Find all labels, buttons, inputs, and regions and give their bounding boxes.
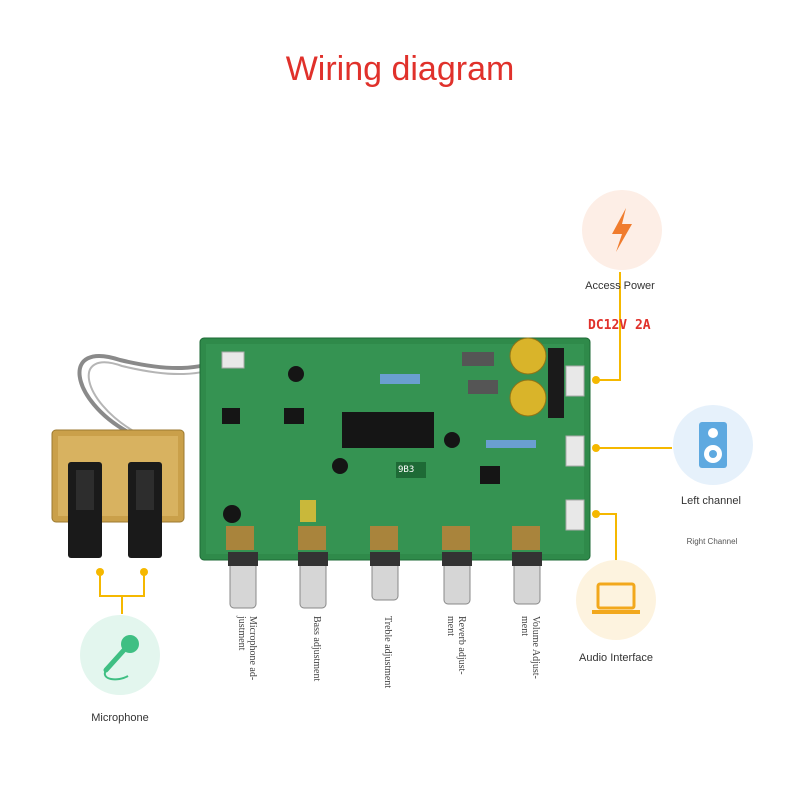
connector-lines	[99, 272, 672, 614]
audio-interface-label: Audio Interface	[579, 652, 653, 664]
laptop-icon	[576, 560, 656, 640]
knob-row	[226, 526, 542, 609]
lightning-icon	[582, 190, 662, 270]
microphone-label: Microphone	[91, 712, 149, 724]
knob-label-reverb: Reverb adjust-ment	[445, 616, 467, 675]
access-power-label: Access Power	[585, 280, 655, 292]
mic-jack-board	[51, 429, 185, 558]
pcb-board: 9B3	[199, 337, 591, 561]
chip-label: 9B3	[398, 465, 414, 475]
speaker-icon	[673, 405, 753, 485]
knob-label-bass: Bass adjustment	[311, 616, 322, 682]
diagram-title: Wiring diagram	[285, 50, 515, 88]
right-channel-label: Right Channel	[686, 537, 738, 546]
left-channel-label: Left channel	[681, 495, 741, 507]
knob-label-microphone: Microphone ad-justment	[236, 616, 258, 681]
knob-label-volume: Volume Adjust-ment	[519, 616, 541, 679]
knob-label-treble: Treble adjustment	[382, 616, 393, 689]
microphone-icon	[80, 615, 160, 695]
power-spec-label: DC12V 2A	[588, 318, 651, 333]
